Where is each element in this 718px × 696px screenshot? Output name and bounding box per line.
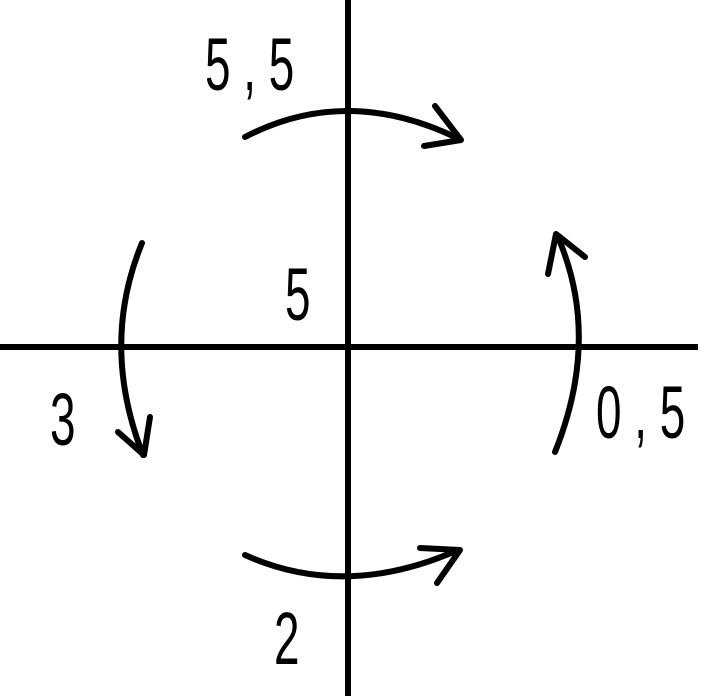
label-bottom: 2 — [274, 598, 300, 681]
bottom-arrow — [242, 545, 463, 586]
top-arrow — [242, 103, 464, 149]
label-center: 5 — [285, 254, 311, 337]
right-arrow — [545, 231, 588, 455]
label-top-left: 5 , 5 — [205, 24, 294, 107]
label-left: 3 — [50, 379, 76, 462]
left-arrow — [115, 240, 153, 458]
label-right: 0 , 5 — [596, 372, 685, 455]
